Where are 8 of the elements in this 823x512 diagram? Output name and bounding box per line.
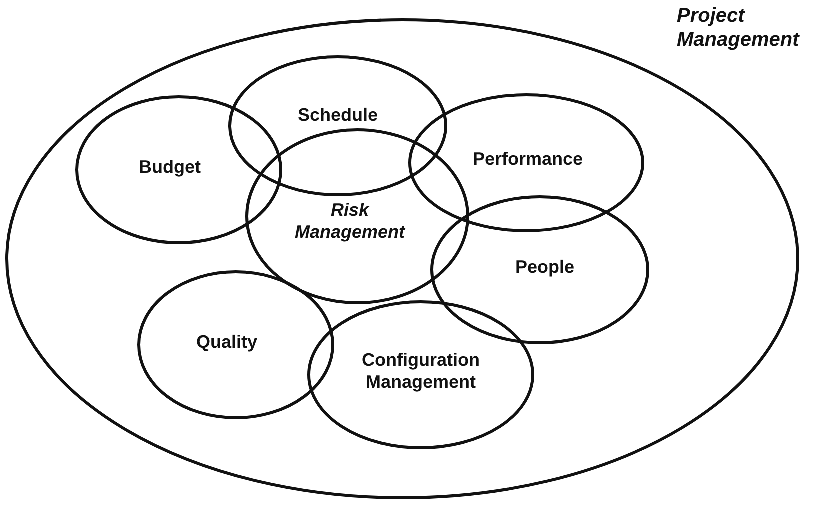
area-label: Performance	[472, 149, 584, 171]
center-label: Risk Management	[294, 200, 406, 244]
area-label: Configuration Management	[361, 350, 481, 394]
diagram-heading: Project Management	[677, 4, 801, 52]
area-label: Quality	[195, 332, 258, 354]
area-label: Budget	[138, 157, 202, 179]
area-label: Schedule	[296, 105, 380, 127]
area-label: People	[514, 257, 576, 279]
